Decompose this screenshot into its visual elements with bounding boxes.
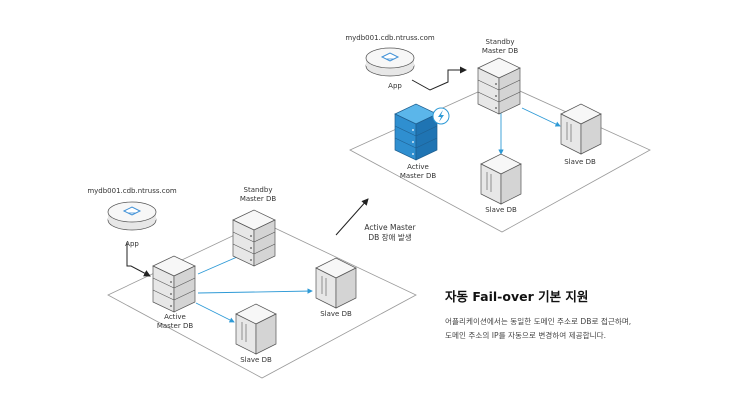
- transition-line-1: Active Master: [364, 223, 416, 232]
- after-failed-label-1: Active: [407, 163, 429, 171]
- monitor-icon: [380, 52, 400, 62]
- after-slave-right-server: [560, 103, 602, 155]
- before-standby-label-1: Standby: [244, 186, 273, 194]
- before-slave-bottom-server: [235, 303, 277, 355]
- description-panel: 자동 Fail-over 기본 지원 어플리케이션에서는 동일한 도메인 주소로…: [445, 286, 735, 343]
- before-active-label-1: Active: [164, 313, 186, 321]
- before-replication-slave-right: [197, 288, 313, 294]
- lightning-icon: [432, 107, 450, 125]
- after-slave-bottom-label: Slave DB: [485, 206, 517, 214]
- after-failed-active-server: [394, 103, 438, 161]
- after-app-connection: [411, 66, 467, 91]
- after-standby-server: [477, 57, 521, 115]
- after-standby-label-1: Standby: [486, 38, 515, 46]
- after-replication-slave-right: [521, 107, 561, 127]
- after-app-device: [365, 47, 415, 77]
- after-slave-right-label: Slave DB: [564, 158, 596, 166]
- transition-line-2: DB 장애 발생: [368, 232, 411, 242]
- after-slave-bottom-server: [480, 153, 522, 205]
- before-app-label: App: [125, 240, 139, 248]
- after-app-domain: mydb001.cdb.ntruss.com: [345, 34, 435, 42]
- transition: Active Master DB 장애 발생: [335, 198, 417, 242]
- before-app-connection: [126, 242, 151, 277]
- monitor-icon: [122, 206, 142, 216]
- after-standby-label-2: Master DB: [482, 47, 519, 55]
- before-slave-right-server: [315, 257, 357, 309]
- after-failed-label-2: Master DB: [400, 172, 437, 180]
- transition-arrow: [335, 198, 369, 236]
- before-platform: [107, 221, 417, 379]
- description-title: 자동 Fail-over 기본 지원: [445, 289, 589, 304]
- after-scenario: mydb001.cdb.ntruss.com App Standby Maste…: [345, 34, 651, 233]
- before-replication-slave-bottom: [195, 302, 235, 323]
- before-app-domain: mydb001.cdb.ntruss.com: [87, 187, 177, 195]
- description-line-1: 어플리케이션에서는 동일한 도메인 주소로 DB로 접근하며,: [445, 317, 632, 326]
- before-slave-right-label: Slave DB: [320, 310, 352, 318]
- before-standby-server: [232, 209, 276, 267]
- after-app-label: App: [388, 82, 402, 90]
- description-line-2: 도메인 주소의 IP를 자동으로 변경하여 제공합니다.: [445, 331, 607, 340]
- before-app-device: [107, 201, 157, 231]
- before-active-server: [152, 255, 196, 313]
- after-platform: [349, 81, 651, 233]
- before-slave-bottom-label: Slave DB: [240, 356, 272, 364]
- before-active-label-2: Master DB: [157, 322, 194, 330]
- before-scenario: mydb001.cdb.ntruss.com App Standby Maste…: [87, 186, 417, 379]
- before-standby-label-2: Master DB: [240, 195, 277, 203]
